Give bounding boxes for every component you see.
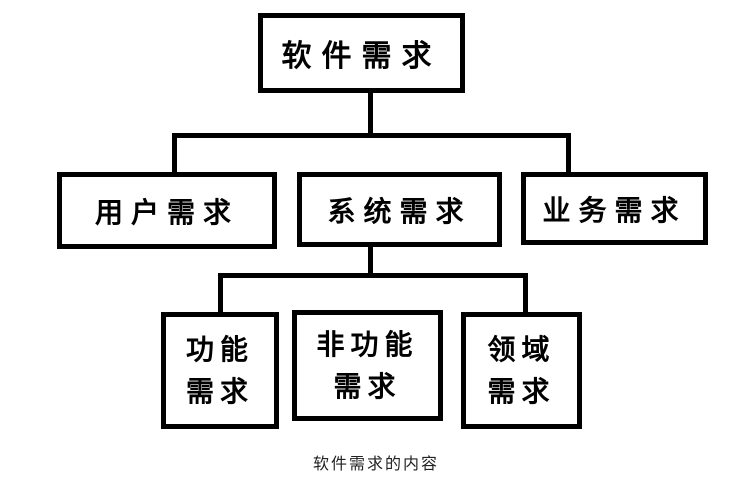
node-business-requirements: 业务需求	[521, 172, 708, 245]
node-system-requirements: 系统需求	[297, 172, 502, 247]
connector-to-domain	[523, 273, 528, 315]
connector-to-business	[566, 133, 571, 175]
connector-level3-bar	[218, 273, 528, 278]
figure-caption: 软件需求的内容	[312, 454, 439, 473]
node-label: 用户需求	[94, 195, 239, 229]
node-label: 软件需求	[281, 39, 442, 74]
node-nonfunctional-requirements: 非功能 需求	[292, 310, 443, 421]
node-label: 系统需求	[327, 194, 472, 228]
node-software-requirements: 软件需求	[258, 13, 465, 93]
node-label: 业务需求	[542, 193, 687, 227]
connector-root-down	[368, 90, 373, 137]
node-label: 领域 需求	[487, 332, 556, 408]
node-functional-requirements: 功能 需求	[161, 312, 279, 429]
node-label: 功能 需求	[185, 332, 254, 408]
connector-level2-bar	[172, 133, 571, 138]
node-domain-requirements: 领域 需求	[461, 312, 582, 429]
connector-to-functional	[218, 273, 223, 315]
connector-system-down	[368, 244, 373, 278]
node-label: 非功能 需求	[316, 327, 419, 403]
node-user-requirements: 用户需求	[57, 172, 277, 249]
connector-to-user	[172, 133, 177, 175]
